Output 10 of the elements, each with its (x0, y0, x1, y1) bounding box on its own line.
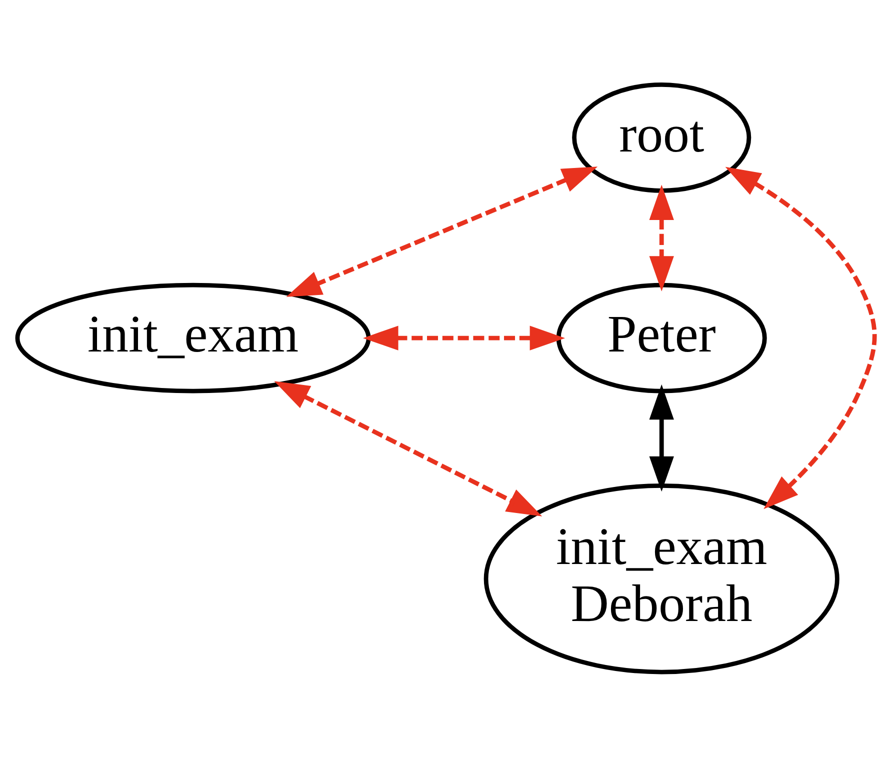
arrow (725, 166, 877, 510)
arrow (649, 184, 674, 292)
node-ellipse: init_exam (15, 282, 371, 394)
node-ellipse: init_exam Deborah (484, 484, 840, 674)
node-ellipse: root (572, 82, 752, 193)
arrow (274, 381, 542, 516)
arrow (649, 384, 674, 492)
arrow (363, 326, 566, 350)
node-ellipse: Peter (556, 282, 767, 394)
arrow (286, 166, 598, 297)
